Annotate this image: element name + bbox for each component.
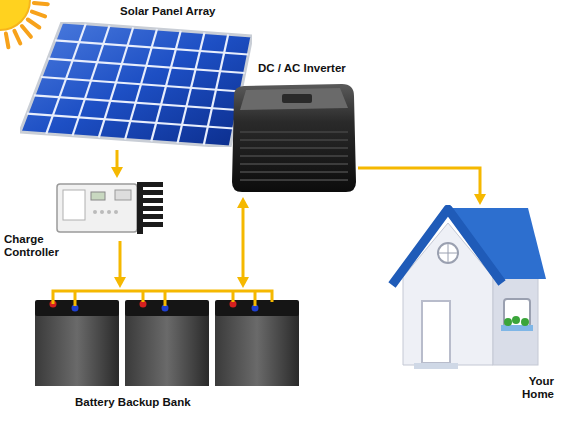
flow-arrow (237, 197, 249, 288)
flow-arrow (358, 168, 486, 205)
charge-controller-illustration (55, 178, 165, 238)
component-label: DC / AC Inverter (258, 62, 378, 75)
component-label: Battery Backup Bank (75, 396, 265, 409)
component-node: DC / AC Inverter (230, 82, 358, 194)
battery-bank-illustration (35, 288, 300, 386)
component-node: Your Home (388, 205, 548, 373)
flow-arrow (111, 150, 123, 178)
connector-line (116, 150, 119, 170)
arrow-head (237, 197, 249, 208)
connector-line (119, 241, 122, 280)
component-label: Your Home (506, 375, 554, 401)
component-node: Charge Controller (55, 178, 165, 238)
component-label: Solar Panel Array (120, 5, 260, 18)
arrow-head (114, 277, 126, 288)
flow-arrow (114, 241, 126, 288)
arrow-head (111, 167, 123, 178)
connector-line (358, 168, 480, 197)
solar-panel-illustration (20, 22, 252, 147)
component-node: Battery Backup Bank (35, 288, 300, 386)
inverter-illustration (230, 82, 358, 194)
component-node: Solar Panel Array (20, 22, 252, 147)
house-illustration (388, 205, 548, 373)
component-label: Charge Controller (4, 233, 66, 259)
connector-line (242, 205, 245, 280)
arrow-head (237, 277, 249, 288)
arrow-head (474, 194, 486, 205)
